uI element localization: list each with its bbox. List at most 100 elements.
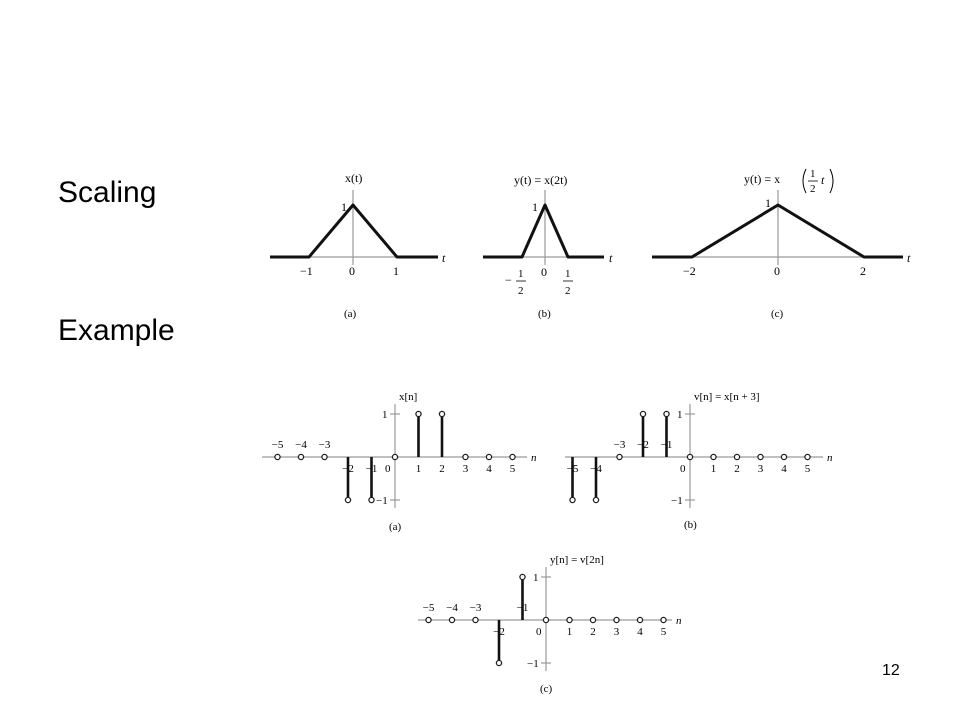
frac-den: 2 xyxy=(565,285,571,297)
tick-label: 3 xyxy=(463,463,469,475)
y-tick-label: 1 xyxy=(677,409,683,421)
axis-var: t xyxy=(442,251,446,265)
tick-label: −5 xyxy=(272,439,284,451)
tick-label: −2 xyxy=(637,439,649,451)
sample-point xyxy=(425,616,432,624)
plot-x-2t: y(t) = x(2t) 1 t − 1 2 0 1 2 (b) xyxy=(483,173,613,320)
sample-point xyxy=(660,616,667,624)
peak-label: 1 xyxy=(341,200,347,214)
y-tick-label: −1 xyxy=(376,495,388,507)
tick-label: 2 xyxy=(590,626,596,638)
sample-point xyxy=(733,453,741,461)
tick-label: 3 xyxy=(614,626,620,638)
sample-point xyxy=(710,453,717,461)
tick-label: −5 xyxy=(423,602,435,614)
sample-point xyxy=(368,496,375,504)
sample-point xyxy=(542,616,550,624)
sample-point xyxy=(415,410,422,418)
plot-title: y[n] = v[2n] xyxy=(550,554,604,566)
tick-label: 5 xyxy=(661,626,667,638)
tick-label: 0 xyxy=(774,264,780,278)
sample-point xyxy=(613,616,620,624)
tick-label: 3 xyxy=(758,463,764,475)
tick-label: −5 xyxy=(567,463,579,475)
y-tick-label: −1 xyxy=(671,495,683,507)
sample-point xyxy=(639,410,647,418)
peak-label: 1 xyxy=(532,200,538,214)
tick-label: −1 xyxy=(366,463,378,475)
sample-point xyxy=(344,496,352,504)
tick-label: 1 xyxy=(393,264,399,278)
sample-point xyxy=(636,616,644,624)
frac-num: 1 xyxy=(565,268,571,280)
signal-x-t xyxy=(270,203,438,259)
frac-den: 2 xyxy=(518,285,524,297)
axis-var: t xyxy=(609,251,613,265)
tick-label: 1 xyxy=(711,463,717,475)
sample-point xyxy=(321,453,328,461)
sample-point xyxy=(485,453,493,461)
plot-x-half-t: y(t) = x 1 2 t 1 t −2 0 2 (c) xyxy=(652,168,911,320)
frac-num: 1 xyxy=(810,168,816,180)
frac-den: 2 xyxy=(810,183,816,195)
zero-label: 0 xyxy=(536,626,542,638)
plot-title: y(t) = x xyxy=(744,172,780,186)
sample-point xyxy=(391,453,399,461)
tick-label: 0 xyxy=(349,264,355,278)
plot-title: y(t) = x(2t) xyxy=(514,173,567,187)
caption: (a) xyxy=(344,308,357,320)
tick-label: −3 xyxy=(319,439,331,451)
heading-example: Example xyxy=(58,314,175,347)
tick-label: 5 xyxy=(805,463,811,475)
y-tick-label: 1 xyxy=(533,572,539,584)
tick-label: −4 xyxy=(295,439,307,451)
sample-point xyxy=(472,616,479,624)
caption: (a) xyxy=(389,521,402,533)
sample-point xyxy=(462,453,469,461)
sample-point xyxy=(509,453,516,461)
tick-label: −1 xyxy=(517,602,529,614)
paren-right xyxy=(829,168,834,194)
frac-num: 1 xyxy=(518,268,524,280)
sample-point xyxy=(686,453,694,461)
sample-point xyxy=(616,453,623,461)
axis-var: t xyxy=(907,251,911,265)
sample-point xyxy=(274,453,281,461)
tick-label: 4 xyxy=(781,463,787,475)
heading-scaling: Scaling xyxy=(58,176,157,209)
peak-label: 1 xyxy=(765,196,771,210)
caption: (c) xyxy=(540,683,553,695)
tick-label: −1 xyxy=(300,264,313,278)
sample-point xyxy=(589,616,597,624)
axis-var: n xyxy=(676,615,682,627)
tick-label: −4 xyxy=(590,463,602,475)
tick-label: −2 xyxy=(683,264,696,278)
paren-left xyxy=(802,168,807,194)
caption: (b) xyxy=(684,519,697,531)
tick-label: 1 xyxy=(567,626,573,638)
signal-x-2t xyxy=(483,203,604,259)
sample-point xyxy=(780,453,788,461)
tick-label: 4 xyxy=(486,463,492,475)
plot-title: x(t) xyxy=(345,171,362,185)
sample-point xyxy=(804,453,811,461)
plot-title: x[n] xyxy=(399,391,417,403)
tick-label: 4 xyxy=(637,626,643,638)
neg-sign: − xyxy=(505,273,512,287)
tick-label: −3 xyxy=(614,439,626,451)
plot-x-t: x(t) 1 t −1 0 1 (a) xyxy=(270,171,446,320)
tick-label: −2 xyxy=(342,463,354,475)
tick-label: 2 xyxy=(860,264,866,278)
sample-point xyxy=(448,616,456,624)
title-var: t xyxy=(821,173,825,187)
tick-label: −1 xyxy=(661,439,673,451)
plot-title: v[n] = x[n + 3] xyxy=(694,391,760,403)
sample-point xyxy=(297,453,305,461)
zero-label: 0 xyxy=(680,463,686,475)
tick-label: 2 xyxy=(734,463,740,475)
y-tick-label: −1 xyxy=(527,658,539,670)
